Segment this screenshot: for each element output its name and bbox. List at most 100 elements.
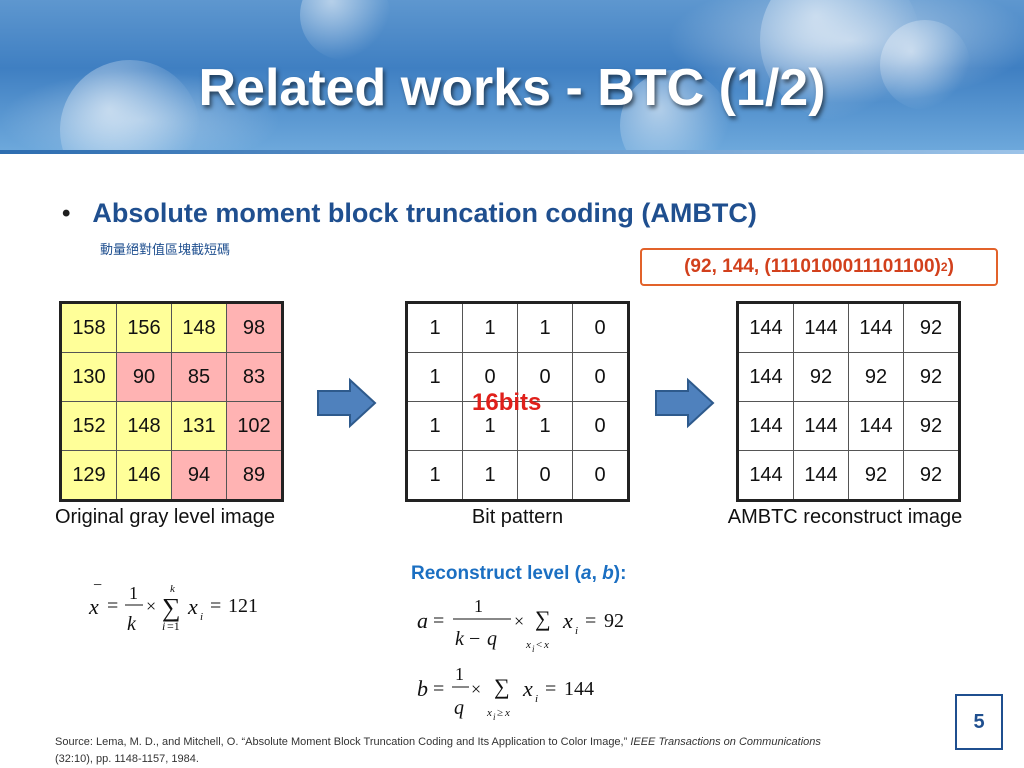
table-cell: 83 xyxy=(226,352,283,402)
code-subscript: 2 xyxy=(940,260,948,274)
svg-text:q: q xyxy=(487,628,497,650)
page-number: 5 xyxy=(955,694,1003,750)
svg-text:=: = xyxy=(433,678,444,700)
svg-text:b: b xyxy=(417,676,428,701)
svg-text:∑: ∑ xyxy=(162,593,181,622)
table-cell: 92 xyxy=(793,352,849,402)
table-cell: 129 xyxy=(60,450,117,501)
code-close: ) xyxy=(947,256,954,277)
svg-text:i: i xyxy=(532,644,535,654)
svg-text:x: x xyxy=(504,707,510,719)
table-cell: 1 xyxy=(406,352,463,402)
svg-text:=: = xyxy=(433,610,444,632)
reconstruct-caption: AMBTC reconstruct image xyxy=(727,506,963,528)
b-value: 144 xyxy=(564,678,594,700)
table-cell: 92 xyxy=(903,401,960,451)
table-cell: 144 xyxy=(737,401,794,451)
table-cell: 92 xyxy=(903,450,960,501)
svg-text:x: x xyxy=(525,639,531,651)
table-cell: 144 xyxy=(848,401,904,451)
table-cell: 144 xyxy=(737,352,794,402)
svg-text:x: x xyxy=(88,594,99,619)
table-cell: 144 xyxy=(793,302,849,353)
table-cell: 152 xyxy=(60,401,117,451)
svg-text:≥: ≥ xyxy=(497,707,503,719)
table-cell: 156 xyxy=(116,302,172,353)
bullet-dot-icon: • xyxy=(62,199,71,227)
svg-text:x: x xyxy=(562,608,573,633)
recon-sep: , xyxy=(591,563,603,584)
svg-text:k: k xyxy=(455,628,465,650)
svg-text:x: x xyxy=(543,639,549,651)
arrow-right-icon xyxy=(317,377,377,429)
recon-prefix: Reconstruct level ( xyxy=(411,563,581,584)
table-cell: 1 xyxy=(406,302,463,353)
table-cell: 90 xyxy=(116,352,172,402)
bullet-item: • Absolute moment block truncation codin… xyxy=(62,198,757,229)
svg-text:i: i xyxy=(200,611,203,623)
table-cell: 1 xyxy=(517,401,573,451)
svg-text:∑: ∑ xyxy=(494,674,510,699)
svg-text:1: 1 xyxy=(129,583,138,603)
mean-formula: − x = 1 k × k ∑ i =1 x i = 121 xyxy=(88,578,258,635)
table-cell: 144 xyxy=(793,401,849,451)
svg-text:x: x xyxy=(486,707,492,719)
svg-text:a: a xyxy=(417,608,428,633)
table-cell: 144 xyxy=(793,450,849,501)
svg-text:×: × xyxy=(514,611,524,631)
table-cell: 89 xyxy=(226,450,283,501)
table-cell: 92 xyxy=(848,352,904,402)
table-cell: 85 xyxy=(171,352,227,402)
bits-label: 16bits xyxy=(472,389,542,416)
table-cell: 130 xyxy=(60,352,117,402)
svg-text:1: 1 xyxy=(455,664,464,684)
svg-text:x: x xyxy=(187,594,198,619)
svg-text:=: = xyxy=(107,595,118,617)
a-formula: a = 1 k − q × ∑ x i < x x i = 92 xyxy=(417,596,624,654)
table-cell: 144 xyxy=(848,302,904,353)
mean-value: 121 xyxy=(228,595,258,617)
svg-text:=: = xyxy=(545,678,556,700)
table-cell: 98 xyxy=(226,302,283,353)
table-cell: 0 xyxy=(572,450,629,501)
svg-text:<: < xyxy=(536,639,542,651)
table-cell: 146 xyxy=(116,450,172,501)
source-citation: Source: Lema, M. D., and Mitchell, O. “A… xyxy=(55,734,960,768)
table-cell: 158 xyxy=(60,302,117,353)
a-value: 92 xyxy=(604,610,624,632)
svg-text:−: − xyxy=(93,578,102,594)
recon-b: b xyxy=(602,563,614,584)
table-cell: 144 xyxy=(737,302,794,353)
code-text: (92, 144, (1110100011101100) xyxy=(684,256,941,277)
table-cell: 92 xyxy=(903,352,960,402)
original-caption: Original gray level image xyxy=(54,506,276,528)
table-cell: 0 xyxy=(517,352,573,402)
svg-text:q: q xyxy=(454,697,464,719)
table-cell: 1 xyxy=(406,401,463,451)
svg-text:k: k xyxy=(127,613,137,635)
table-cell: 1 xyxy=(462,450,518,501)
svg-text:=: = xyxy=(210,595,221,617)
reconstruct-level-title: Reconstruct level (a, b): xyxy=(411,563,626,585)
svg-text:=: = xyxy=(585,610,596,632)
svg-text:i: i xyxy=(575,625,578,637)
table-cell: 92 xyxy=(848,450,904,501)
ambtc-code-box: (92, 144, (1110100011101100)2) xyxy=(640,248,998,286)
svg-text:i: i xyxy=(162,619,165,633)
b-formula: b = 1 q × ∑ x i ≥ x x i = 144 xyxy=(417,664,594,722)
slide-header xyxy=(0,0,1024,152)
svg-text:×: × xyxy=(146,596,156,616)
svg-text:−: − xyxy=(469,628,480,650)
svg-text:1: 1 xyxy=(474,596,483,616)
recon-a: a xyxy=(581,563,592,584)
recon-suffix: ): xyxy=(613,563,627,584)
